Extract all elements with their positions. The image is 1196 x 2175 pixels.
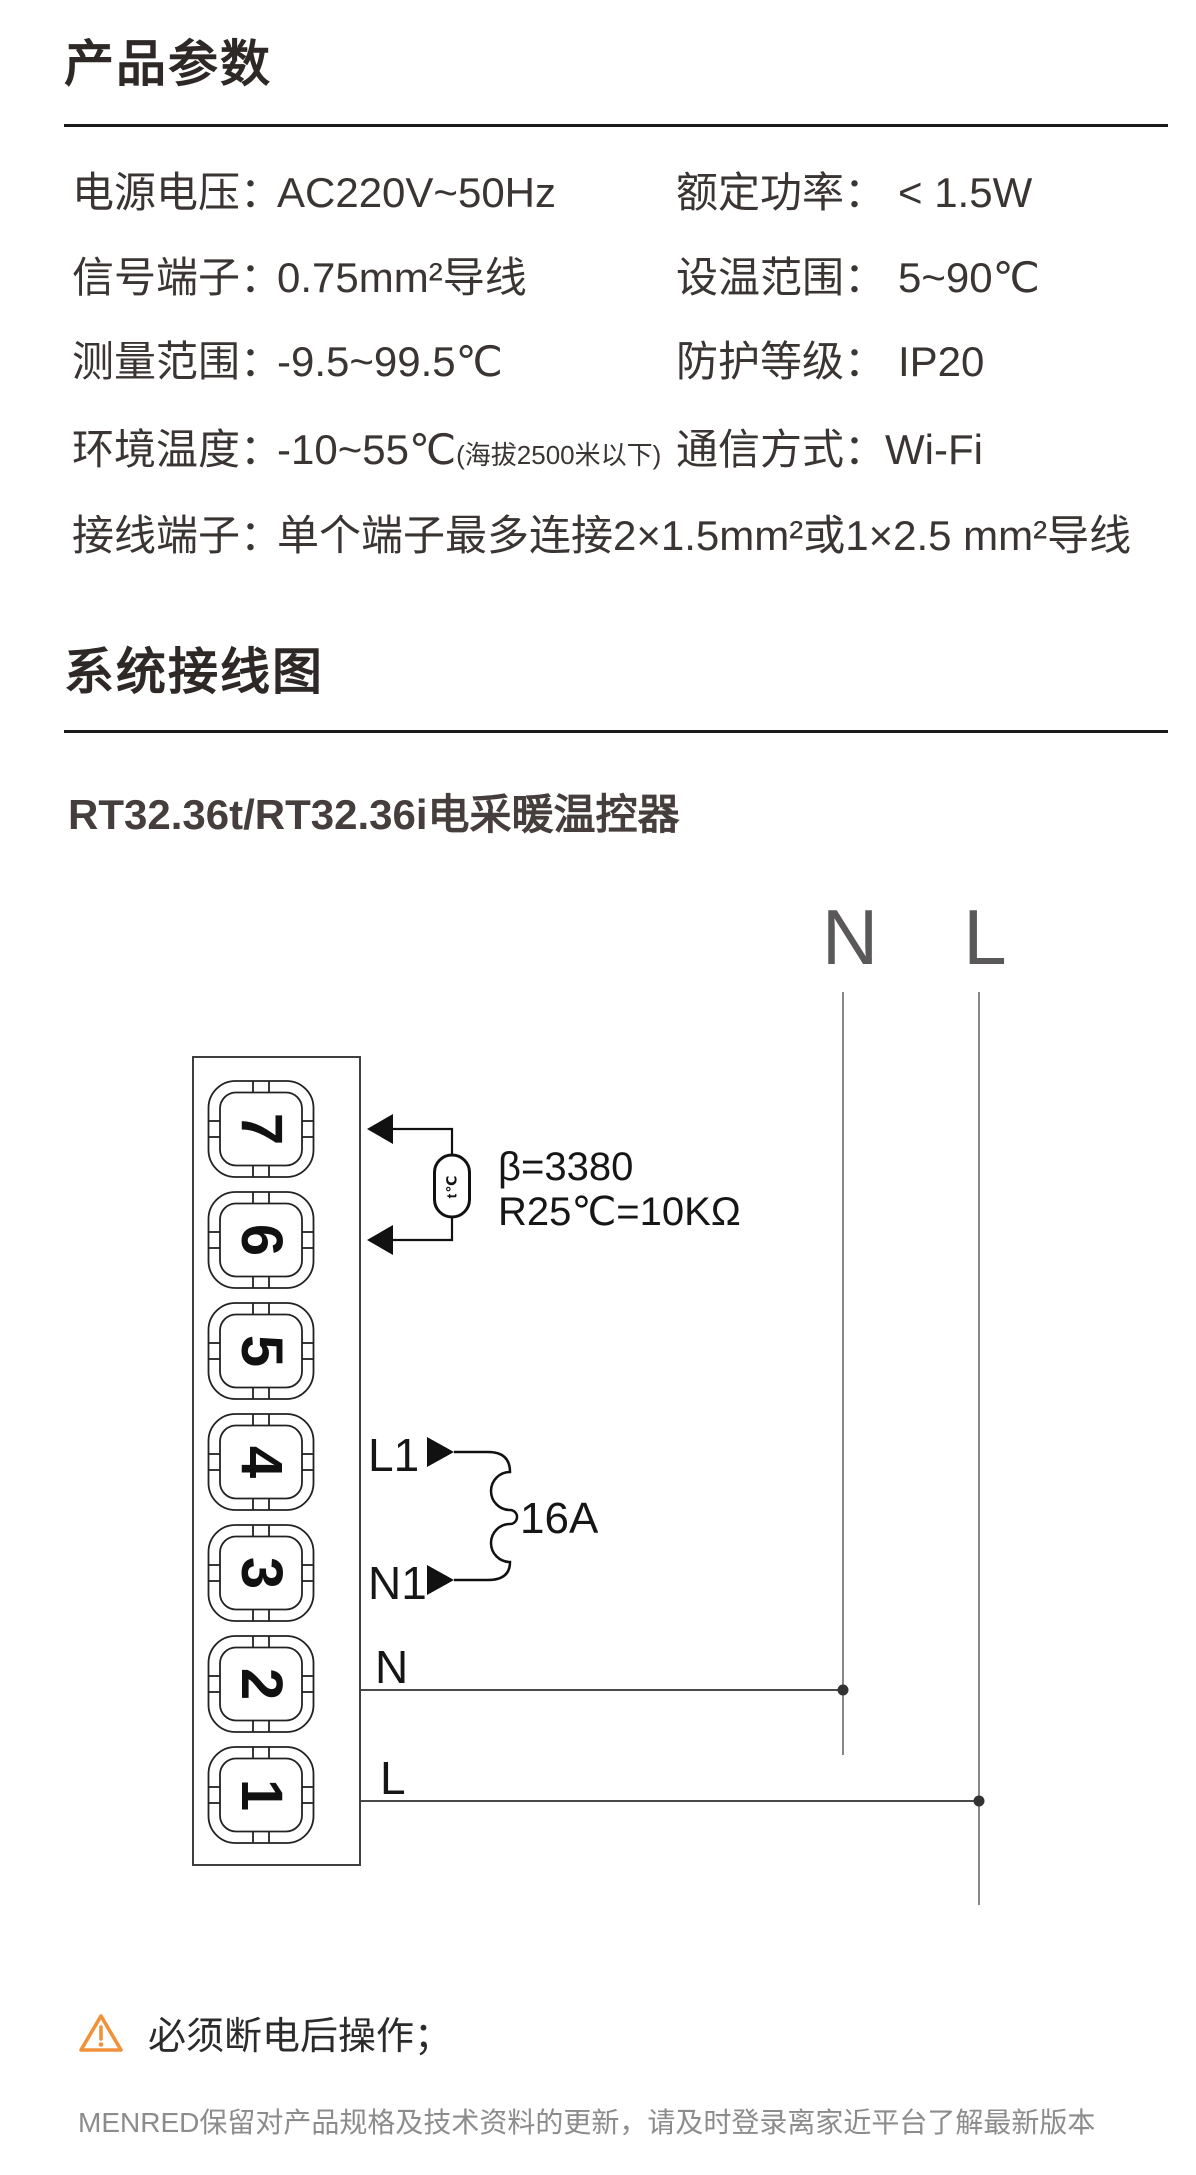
spec-value: -10~55℃(海拔2500米以下) <box>277 427 661 478</box>
terminal-number: 5 <box>229 1334 294 1368</box>
sensor-capsule-icon <box>433 1153 471 1219</box>
title-underline <box>64 730 1168 733</box>
wiring-diagram <box>192 992 985 1905</box>
wire-label-l: L <box>380 1752 406 1804</box>
spec-value: IP20 <box>898 338 985 385</box>
terminal-number: 1 <box>229 1778 294 1812</box>
terminal-4 <box>207 1413 315 1511</box>
sensor-beta-value: β=3380 <box>498 1145 634 1189</box>
l-junction-dot <box>973 1795 985 1807</box>
terminal-number: 7 <box>229 1112 294 1146</box>
spec-value-note: (海拔2500米以下) <box>456 440 662 470</box>
warning-icon <box>79 2014 123 2052</box>
terminal-6 <box>207 1191 315 1289</box>
sensor-wires <box>393 1127 454 1242</box>
terminal-1 <box>207 1746 315 1844</box>
spec-value: Wi-Fi <box>885 426 983 473</box>
sensor-resistance-value: R25℃=10KΩ <box>498 1190 741 1234</box>
terminal-7 <box>207 1080 315 1178</box>
spec-label: 设温范围： <box>676 254 887 301</box>
section-title-product-params: 产品参数 <box>64 36 272 92</box>
spec-label: 额定功率： <box>676 169 887 216</box>
terminal-number: 6 <box>229 1223 294 1257</box>
l1-arrow-icon <box>427 1437 454 1467</box>
wire-label-l1: L1 <box>368 1429 420 1481</box>
spec-value: AC220V~50Hz <box>277 169 557 216</box>
mains-label-n: N <box>821 893 879 981</box>
wire-label-n1: N1 <box>368 1557 427 1609</box>
terminal-number: 4 <box>229 1445 294 1479</box>
section-title-wiring-diagram: 系统接线图 <box>64 644 324 700</box>
spec-value: 5~90℃ <box>898 254 1040 301</box>
spec-label: 接线端子： <box>72 512 283 559</box>
wire-label-n: N <box>375 1641 409 1693</box>
terminal-cells <box>207 1080 315 1844</box>
terminal-2 <box>207 1635 315 1733</box>
fuse-rating: 16A <box>520 1494 599 1543</box>
terminal-block <box>192 1056 361 1866</box>
n1-arrow-icon <box>427 1565 454 1595</box>
sensor-label-wrap: t℃ <box>434 1155 469 1217</box>
terminal-5 <box>207 1302 315 1400</box>
spec-value: 单个端子最多连接2×1.5mm²或1×2.5 mm²导线 <box>277 512 1132 559</box>
terminal-number: 3 <box>229 1556 294 1590</box>
spec-label: 通信方式： <box>676 426 887 473</box>
spec-label: 防护等级： <box>676 338 887 385</box>
mains-label-l: L <box>963 893 1007 981</box>
terminal-number: 2 <box>229 1667 294 1701</box>
sensor-arrow-top-icon <box>367 1114 393 1144</box>
footer-note: MENRED保留对产品规格及技术资料的更新，请及时登录离家近平台了解最新版本 <box>78 2107 1096 2138</box>
spec-value-main: -10~55℃ <box>277 426 457 473</box>
spec-label: 信号端子： <box>72 254 283 301</box>
spec-value: -9.5~99.5℃ <box>277 338 503 385</box>
spec-value: < 1.5W <box>898 169 1033 216</box>
spec-label: 电源电压： <box>72 169 283 216</box>
n-junction-dot <box>837 1684 849 1696</box>
fuse-element-icon <box>454 1450 519 1582</box>
sensor-label: t℃ <box>443 1174 459 1198</box>
spec-value: 0.75mm²导线 <box>277 254 527 301</box>
title-underline <box>64 124 1168 127</box>
diagram-subtitle: RT32.36t/RT32.36i电采暖温控器 <box>68 791 680 838</box>
warning-text: 必须断电后操作； <box>148 2016 453 2058</box>
spec-label: 测量范围： <box>72 338 283 385</box>
spec-label: 环境温度： <box>72 426 283 473</box>
sensor-arrow-bottom-icon <box>367 1225 393 1255</box>
terminal-3 <box>207 1524 315 1622</box>
